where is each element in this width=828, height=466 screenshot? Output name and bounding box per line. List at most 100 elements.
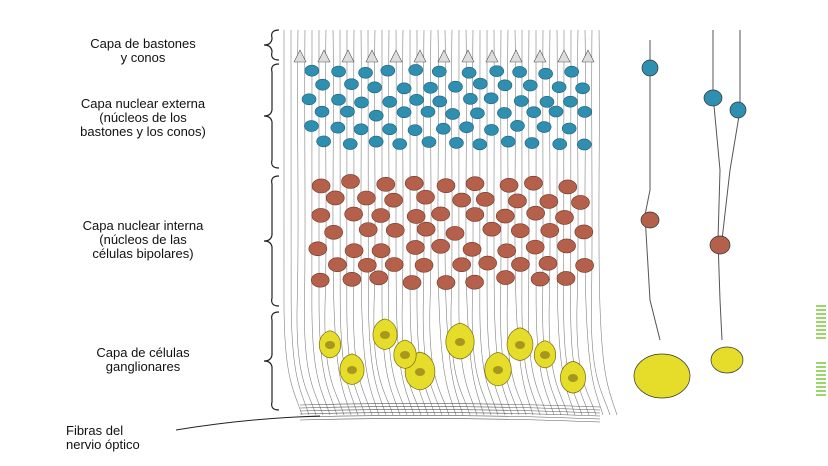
label-ganglion-layer: Capa de células ganglionares [96,345,190,374]
edge-mark-bottom [816,362,826,396]
bipolar-nucleus [508,193,527,209]
cone-tip [461,49,475,63]
rod-cone-nucleus [315,78,330,91]
bipolar-nucleus [571,195,590,210]
rod-cone-nucleus [331,65,346,78]
rod-cone-nucleus [539,96,555,108]
bipolar-nucleus [325,190,345,206]
isolated-neuron-chains [633,30,747,399]
rod-cone-nucleus [358,66,373,79]
layer-brace [263,311,280,411]
rod-cone-nucleus [353,123,369,136]
fiber-line [535,29,555,416]
bipolar-nucleus [369,270,388,286]
bipolar-nucleus [358,222,378,237]
rod-cone-nucleus [522,79,538,92]
rod-cone-nucleus [354,96,369,109]
rod-cone-nucleus [473,77,488,90]
rod-cone-nucleus [483,92,499,105]
pointer-line [175,415,321,431]
bipolar-nucleus [384,257,404,272]
rod-cone-nucleus [304,120,319,132]
rod-cone-nucleus [392,138,408,150]
rod-cone-nucleus [470,107,485,120]
rod-cone-nucleus [382,96,398,108]
rod-cone-nucleus [445,108,460,120]
ganglion-nucleus [568,374,578,382]
bipolar-nucleus [538,256,558,271]
bipolar-nucleus [404,176,424,191]
rod-cone-nucleus [396,82,412,95]
cone-tip [389,49,403,63]
rod-cone-nucleus [407,124,423,136]
bipolar-nucleus [385,223,405,238]
fiber-line [401,29,422,416]
fiber-line [576,29,597,416]
rod-cone-nucleus [561,122,577,135]
ganglion-nucleus [325,341,335,349]
rod-cone-nucleus [301,93,317,106]
rod-cone-nucleus [536,121,552,133]
bipolar-nucleus [308,241,328,257]
neuron-cell [710,346,744,374]
bipolar-nucleus [555,210,574,225]
bipolar-nucleus [416,189,435,205]
rod-cone-nucleus [563,95,578,108]
ganglion-nucleus [515,341,525,349]
rod-cone-nucleus [484,124,499,136]
rod-cone-nucleus [552,138,568,150]
cone-tip [437,49,451,63]
fiber-line [318,29,338,416]
bipolar-nucleus [311,178,331,194]
bipolar-nucleus [357,190,376,206]
rod-cone-nucleus [330,121,346,134]
bipolar-nucleus [556,271,576,286]
bipolar-nucleus [539,194,559,209]
cone-tip [341,49,355,63]
ganglion-nucleus [400,351,410,359]
rod-cone-nucleus [538,67,553,80]
rod-cone-nucleus [367,81,382,94]
bipolar-nucleus [475,192,495,207]
ganglion-cells [318,318,586,394]
fiber-line [422,29,443,416]
bipolar-nucleus [324,225,343,240]
rod-cone-nucleus [423,82,438,94]
rod-cone-nucleus [448,80,463,93]
bipolar-nucleus [371,208,391,223]
bipolar-nucleus [358,257,377,273]
neuron-cell [729,101,747,119]
ganglion-nucleus [493,366,503,374]
rod-cone-nucleus [380,64,396,77]
bipolar-nucleus [478,255,497,271]
rod-cone-nucleus [510,120,525,132]
bipolar-nucleus [384,192,403,208]
rod-cone-nucleus [436,122,451,135]
optic-fiber [299,418,601,423]
fiber-line [381,29,401,416]
rod-cone-nucleus [421,136,437,148]
bipolar-nucleus [452,192,471,208]
optic-fiber [299,412,601,417]
bipolar-nucleus [436,275,456,290]
layer-braces [263,29,280,411]
rod-cone-nucleus [408,64,424,76]
bipolar-nucleus [371,243,391,258]
rod-cone-nucleus [316,135,331,148]
rod-cone-nucleus [420,105,436,118]
bipolar-nucleus [431,238,450,254]
bipolar-nucleus [540,223,560,238]
rod-cone-nucleus [577,106,593,118]
fiber-line [346,29,366,416]
rod-cone-nucleus [576,138,592,151]
fiber-line [283,29,303,416]
neuron-cell [640,211,660,229]
bipolar-nucleus [342,272,362,287]
rod-cone-nucleus [497,79,513,92]
rod-cone-nucleus [501,135,516,148]
rod-cone-nucleus [449,137,464,149]
neuron-cell [641,59,659,77]
bipolar-nucleus [414,257,434,273]
outer-nuclear-layer-nuclei [301,64,593,151]
